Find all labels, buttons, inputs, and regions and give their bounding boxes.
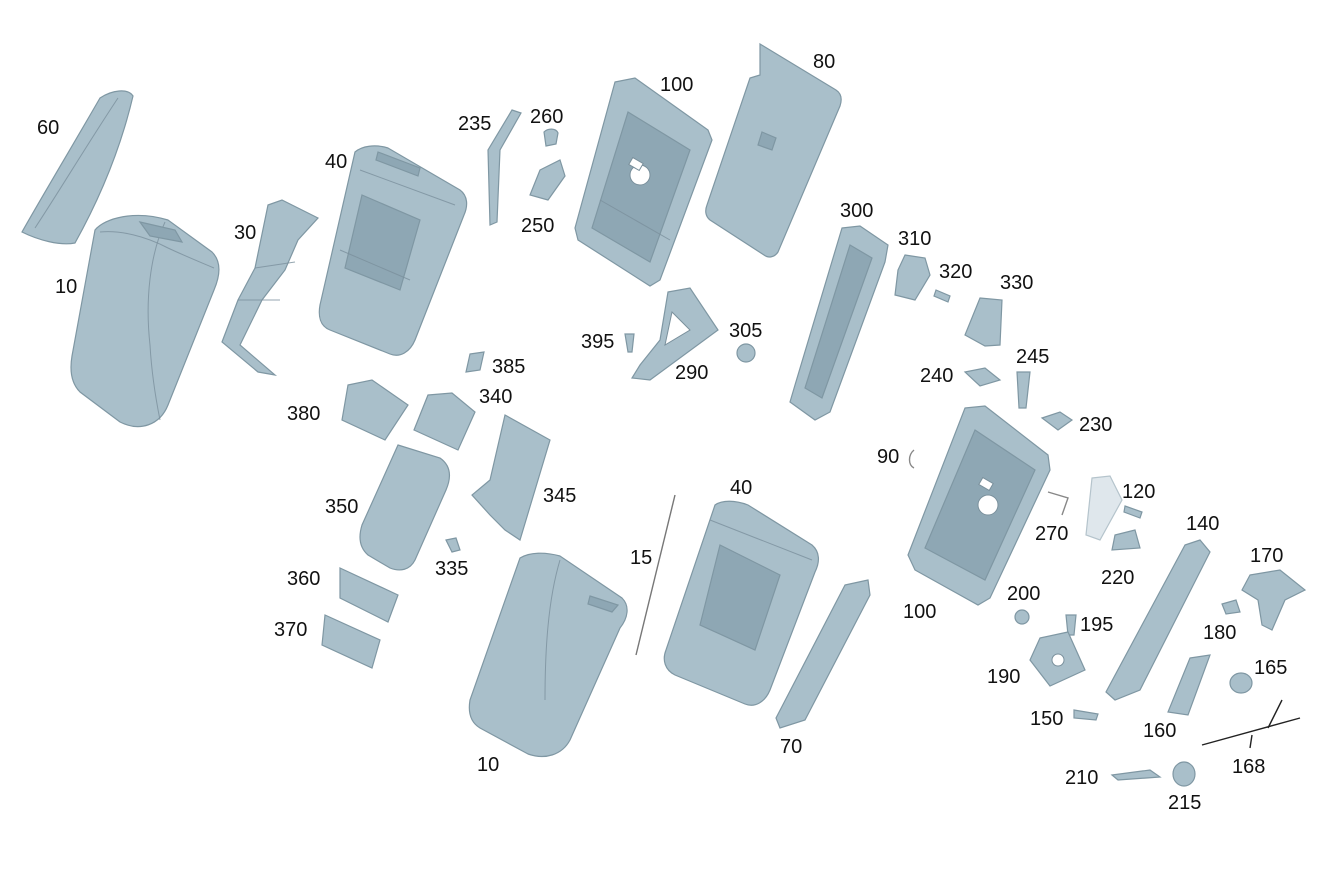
label-235: 235 <box>458 113 491 135</box>
part-345-panel <box>471 414 551 541</box>
part-195-screw <box>1065 614 1077 636</box>
part-385-clip <box>465 351 485 373</box>
label-215: 215 <box>1168 792 1201 814</box>
label-140: 140 <box>1186 513 1219 535</box>
label-330: 330 <box>1000 272 1033 294</box>
label-70: 70 <box>780 736 802 758</box>
part-10-backrest-cover <box>70 214 220 428</box>
part-80-back-panel <box>705 42 842 258</box>
part-180-bolt <box>1221 599 1241 615</box>
part-210-clip <box>1110 769 1162 781</box>
part-395-screw <box>624 333 635 353</box>
part-270-wire <box>1047 491 1069 516</box>
part-140-rail <box>1105 539 1211 701</box>
label-395: 395 <box>581 331 614 353</box>
label-100-bottom: 100 <box>903 601 936 623</box>
part-235-rod <box>487 109 522 226</box>
part-300-side-frame <box>789 225 889 421</box>
label-90: 90 <box>877 446 899 468</box>
part-150-bolt <box>1073 709 1099 721</box>
part-305-knob <box>736 343 756 363</box>
label-260: 260 <box>530 106 563 128</box>
part-335-screw <box>445 537 461 553</box>
label-310: 310 <box>898 228 931 250</box>
part-120-module <box>1085 475 1143 541</box>
label-300: 300 <box>840 200 873 222</box>
label-335: 335 <box>435 558 468 580</box>
label-165: 165 <box>1254 657 1287 679</box>
label-30: 30 <box>234 222 256 244</box>
part-340-cover <box>413 392 476 451</box>
label-10-bottom: 10 <box>477 754 499 776</box>
part-230-clip <box>1040 411 1074 431</box>
part-90-ring <box>908 449 915 469</box>
label-190: 190 <box>987 666 1020 688</box>
label-210: 210 <box>1065 767 1098 789</box>
part-360-cap <box>339 567 399 623</box>
label-270: 270 <box>1035 523 1068 545</box>
label-80: 80 <box>813 51 835 73</box>
part-168-cable-tie <box>1201 699 1301 749</box>
label-320: 320 <box>939 261 972 283</box>
part-100-seat-frame-bottom <box>907 405 1051 606</box>
label-168: 168 <box>1232 756 1265 778</box>
label-370: 370 <box>274 619 307 641</box>
part-190-plate <box>1029 631 1086 687</box>
label-305: 305 <box>729 320 762 342</box>
label-245: 245 <box>1016 346 1049 368</box>
label-40-top: 40 <box>325 151 347 173</box>
part-40-backrest-foam-top <box>318 145 468 356</box>
label-180: 180 <box>1203 622 1236 644</box>
part-30-heating-mat <box>221 199 319 376</box>
part-60-side-trim <box>21 90 134 245</box>
label-350: 350 <box>325 496 358 518</box>
label-160: 160 <box>1143 720 1176 742</box>
label-360: 360 <box>287 568 320 590</box>
part-10-seat-cover-bottom <box>468 552 628 758</box>
label-385: 385 <box>492 356 525 378</box>
part-215-bushing <box>1172 761 1196 787</box>
label-195: 195 <box>1080 614 1113 636</box>
part-320-bolt <box>933 289 951 303</box>
part-350-armrest <box>359 444 450 571</box>
label-15: 15 <box>630 547 652 569</box>
label-170: 170 <box>1250 545 1283 567</box>
label-340: 340 <box>479 386 512 408</box>
part-240-clip <box>963 367 1002 387</box>
label-345: 345 <box>543 485 576 507</box>
part-70-side-trim <box>775 579 871 729</box>
part-250-bracket <box>529 159 566 201</box>
label-250: 250 <box>521 215 554 237</box>
part-370-cap <box>321 614 381 669</box>
label-290: 290 <box>675 362 708 384</box>
label-120: 120 <box>1122 481 1155 503</box>
label-100-top: 100 <box>660 74 693 96</box>
part-290-bracket <box>630 287 719 381</box>
part-40-backrest-foam-bottom <box>663 500 819 706</box>
part-380-cover <box>341 379 409 441</box>
label-240: 240 <box>920 365 953 387</box>
label-200: 200 <box>1007 583 1040 605</box>
part-330-plate <box>964 297 1003 347</box>
part-165-bushing <box>1229 672 1253 694</box>
label-60: 60 <box>37 117 59 139</box>
label-150: 150 <box>1030 708 1063 730</box>
part-310-bracket <box>894 254 931 301</box>
part-100-backrest-frame-top <box>574 77 713 287</box>
part-220-bracket <box>1111 529 1141 551</box>
label-10-top: 10 <box>55 276 77 298</box>
part-15-wire <box>635 494 676 656</box>
part-170-bracket <box>1241 569 1307 631</box>
label-220: 220 <box>1101 567 1134 589</box>
part-260-clip <box>543 128 559 147</box>
label-230: 230 <box>1079 414 1112 436</box>
part-200-clip <box>1014 609 1030 625</box>
label-40-bottom: 40 <box>730 477 752 499</box>
part-245-bolt <box>1016 371 1031 409</box>
part-160-block <box>1167 654 1211 716</box>
label-380: 380 <box>287 403 320 425</box>
